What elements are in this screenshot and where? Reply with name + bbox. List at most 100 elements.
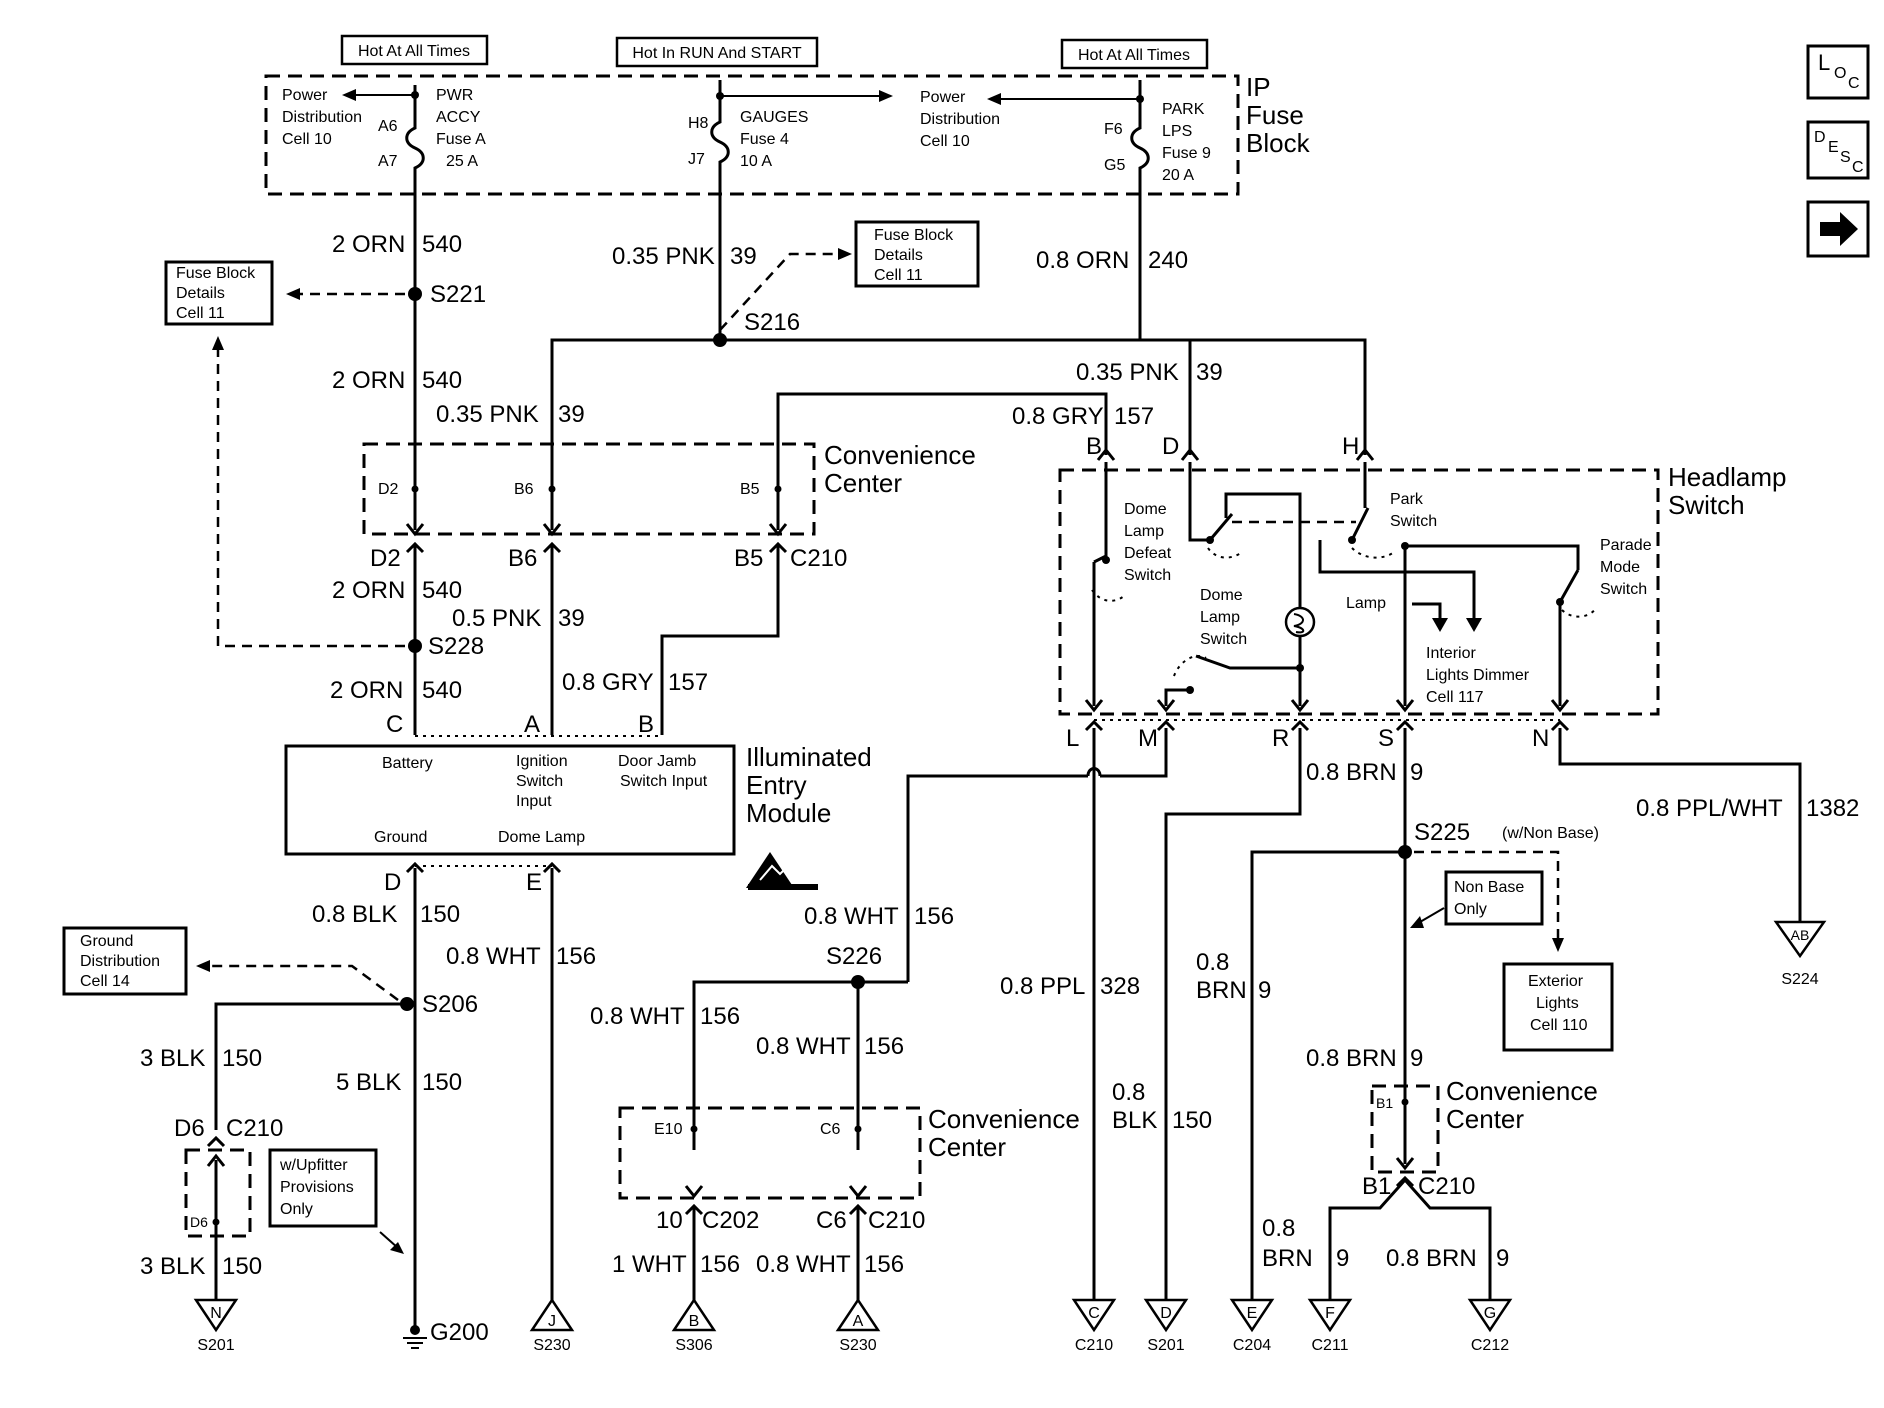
hl-defeat-node [1102,556,1110,564]
pnk3-num: 39 [558,401,585,428]
hl-defeat-link [1091,589,1125,602]
conv-center-right-outline [1370,1084,1440,1174]
blk3b-num: 150 [222,1253,262,1280]
w1-size: 2 ORN [332,231,405,258]
s216-ref-arrow [838,248,852,260]
hl-pin-b: B [1086,433,1102,460]
module-pin-b: B [638,711,654,738]
orn240-num: 240 [1148,247,1188,274]
esd-warning-icon [746,852,818,890]
s228-ref-arrow [212,336,224,350]
conv-center-top-outline [362,442,816,536]
s225-note: (w/Non Base) [1502,825,1599,842]
pwr-accy-4: 25 A [446,153,478,170]
conv-right-title-1: Convenience [1446,1076,1598,1106]
hl-dome-sw-2: Lamp [1200,609,1240,626]
loc-button[interactable]: L O C [1806,44,1870,100]
w2-num: 540 [422,367,462,394]
term-a-letter: A [853,1313,864,1330]
hl-dome-sw-1: Dome [1200,587,1243,604]
hl-m-mark [1156,719,1176,732]
pwr-accy-3: Fuse A [436,131,486,148]
term-ab-letter: AB [1791,927,1810,943]
g200-label: G200 [430,1319,489,1346]
wht-a-num: 156 [700,1003,740,1030]
desc-button[interactable]: D E S C [1806,120,1870,180]
wht-m-top [1100,728,1168,778]
pd-left-1: Power [282,87,328,104]
gry1-size: 0.8 GRY [1012,403,1104,430]
term-b-letter: B [689,1313,700,1330]
fbd-left-3: Cell 11 [176,305,225,322]
gauges-3: 10 A [740,153,772,170]
w4-num: 540 [422,677,462,704]
blk3-size: 3 BLK [140,1045,205,1072]
hl-m-line [1164,688,1190,706]
gnd-3: Cell 14 [80,973,130,990]
upf-1: w/Upfitter [279,1157,348,1174]
module-d-mark [405,861,425,874]
c210-mark-b6 [542,541,562,554]
conv-top-arrow-b6 [542,523,562,537]
blk3-wire [214,1002,407,1130]
hl-parade-3: Switch [1600,581,1647,598]
brn-e-num: 9 [1258,977,1271,1004]
c202-mark [684,1203,704,1216]
hl-s-mark [1395,719,1415,732]
w3-num: 540 [422,577,462,604]
nonbase-1: Non Base [1454,879,1524,896]
term-a-label: S230 [839,1337,876,1354]
term-d-letter: D [1160,1305,1172,1322]
s216-label: S216 [744,309,800,336]
pd-left-3: Cell 10 [282,131,332,148]
wht1-size: 1 WHT [612,1251,687,1278]
brn-g-size: 0.8 BRN [1386,1245,1477,1272]
conv-top-title-2: Center [824,468,902,498]
hl-title-1: Headlamp [1668,462,1787,492]
module-title-3: Module [746,798,831,828]
blk3-num: 150 [222,1045,262,1072]
pin-g5: G5 [1104,157,1125,174]
hot-run-label: Hot In RUN And START [632,45,801,62]
pnk2-size: 0.35 PNK [1076,359,1179,386]
conv-bot-out-c6: C6 [816,1207,847,1234]
orn240-size: 0.8 ORN [1036,247,1129,274]
wht-b-size: 0.8 WHT [756,1033,851,1060]
hl-n-arrow [1550,699,1570,713]
module-box [284,744,736,856]
terminal-c: C C210 [1071,1298,1117,1354]
park-3: Fuse 9 [1162,145,1211,162]
wht-b-num: 156 [864,1033,904,1060]
gnd-2: Distribution [80,953,160,970]
s225-ref-arrow [1552,938,1564,952]
hl-parade-2: Mode [1600,559,1640,576]
wht1-num: 156 [700,1251,740,1278]
hl-out-m: M [1138,725,1158,752]
blk150-num: 150 [420,901,460,928]
conv-right-title-2: Center [1446,1104,1524,1134]
pnk4-num: 39 [558,605,585,632]
conv-top-node-d2 [411,485,419,493]
next-button[interactable] [1806,200,1870,258]
park-4: 20 A [1162,167,1194,184]
pnk2-num: 39 [1196,359,1223,386]
hl-dimmer-1: Interior [1426,645,1476,662]
gry2-num: 157 [668,669,708,696]
brn-b-size: 0.8 BRN [1306,1045,1397,1072]
upfitter-arrow-head [390,1242,404,1254]
brn-b-num: 9 [1410,1045,1423,1072]
conv-bot-title-1: Convenience [928,1104,1080,1134]
nonbase-box [1444,870,1544,926]
wht-c-num: 156 [864,1251,904,1278]
conv-top-arrow-d2 [405,523,425,537]
hl-lamp: Lamp [1346,595,1386,612]
term-e-letter: E [1247,1305,1258,1322]
terminal-ab: AB S224 [1773,920,1827,988]
w3-size: 2 ORN [332,577,405,604]
hl-d-link [1207,547,1243,559]
wht-c-size: 0.8 WHT [756,1251,851,1278]
gry157-lower [660,546,780,735]
desc-d: D [1814,129,1826,146]
module-e-mark [542,861,562,874]
dome-lamp-bulb-icon [1284,606,1316,638]
